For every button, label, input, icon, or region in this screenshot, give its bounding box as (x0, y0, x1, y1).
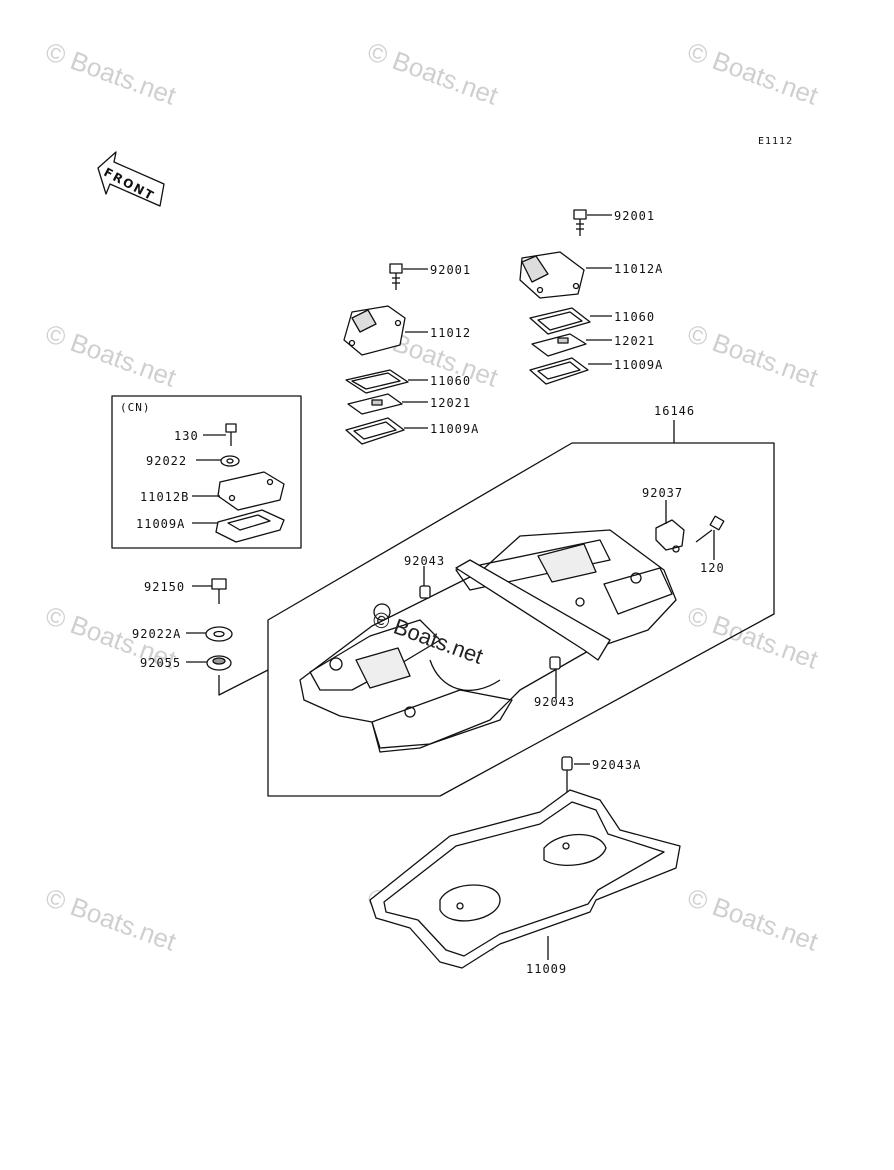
part-label: 11012B (140, 490, 190, 504)
part-label: 12021 (430, 396, 472, 410)
head-cover-gasket-11009-icon (369, 789, 681, 969)
part-label: 11009A (430, 422, 480, 436)
part-label: 11009A (136, 517, 186, 531)
part-label: 92001 (614, 209, 656, 223)
part-label: 92043 (534, 695, 576, 709)
diagram-code: E1112 (758, 136, 794, 147)
dowel-92043-bottom-icon (549, 656, 561, 698)
bolt-92001-right-icon (573, 209, 612, 236)
breather-cover-11012A-icon (519, 251, 612, 299)
dowel-92043-top-icon (419, 566, 431, 599)
washer-92022A-icon (186, 626, 233, 642)
part-label: 12021 (614, 334, 656, 348)
part-label: 92022 (146, 454, 188, 468)
part-label: 16146 (654, 404, 696, 418)
bolt-92150-icon (192, 578, 227, 604)
part-label: 120 (700, 561, 725, 575)
assembly-frame-16146 (267, 420, 775, 797)
part-label: 92001 (430, 263, 472, 277)
front-arrow-icon (97, 151, 165, 207)
cylinder-head-cover-icon (299, 529, 677, 753)
part-label: 92022A (132, 627, 182, 641)
part-label: 11012A (614, 262, 664, 276)
gasket-11060-right-icon (529, 307, 612, 335)
gasket-11009A-left-icon (345, 417, 428, 445)
bolt-120-icon (695, 515, 725, 560)
gasket-11009A-right-icon (529, 357, 612, 385)
part-label: 11012 (430, 326, 472, 340)
part-label: 130 (174, 429, 199, 443)
part-label: 11060 (614, 310, 656, 324)
part-label: 11009 (526, 962, 568, 976)
plate-12021-right-icon (531, 333, 612, 357)
grommet-92055-icon (186, 655, 269, 696)
part-label: 11060 (430, 374, 472, 388)
part-label: 92043 (404, 554, 446, 568)
part-label: 92043A (592, 758, 642, 772)
bracket-92037-icon (655, 500, 685, 553)
cn-variant-box (111, 395, 302, 549)
part-label: 11009A (614, 358, 664, 372)
part-label: 92037 (642, 486, 684, 500)
breather-cover-11012-icon (343, 305, 428, 356)
plate-12021-left-icon (347, 393, 428, 415)
gasket-11060-left-icon (345, 369, 428, 394)
cn-box-label: (CN) (120, 401, 151, 414)
part-label: 92055 (140, 656, 182, 670)
bolt-92001-left-icon (389, 263, 428, 290)
part-label: 92150 (144, 580, 186, 594)
